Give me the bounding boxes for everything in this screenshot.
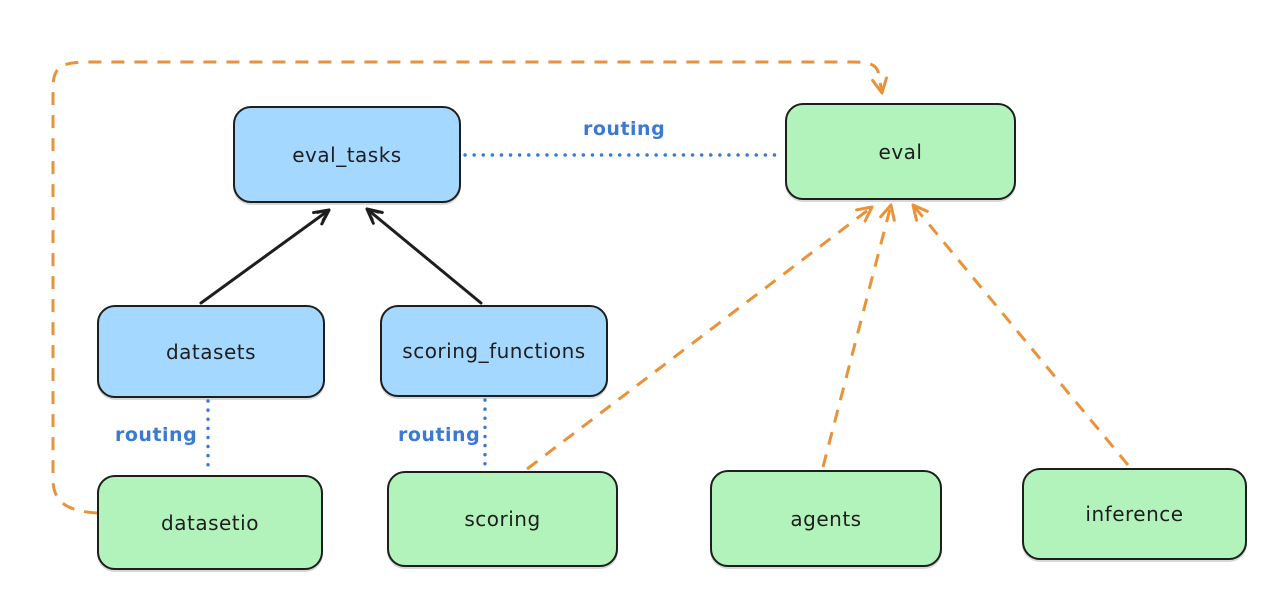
node-datasetio: datasetio [97,475,323,570]
edge-datasetio-to-eval-loop [51,60,888,515]
node-inference: inference [1022,468,1247,560]
edge-scoring-functions-to-eval-tasks [365,207,483,305]
routing-label-scoring-functions-scoring: routing [398,424,481,446]
node-scoring-functions: scoring_functions [380,305,608,397]
edge-scoring-to-eval [526,205,874,471]
edge-datasets-to-eval-tasks [199,208,331,305]
edge-agents-to-eval [821,203,896,468]
node-datasets: datasets [97,305,325,398]
node-agents: agents [710,470,942,567]
routing-label-datasets-datasetio: routing [115,424,198,446]
routing-label-eval-tasks-eval: routing [583,118,666,140]
node-eval: eval [785,103,1016,200]
node-eval-tasks: eval_tasks [233,106,461,203]
edge-inference-to-eval [911,203,1130,466]
node-scoring: scoring [387,471,618,567]
